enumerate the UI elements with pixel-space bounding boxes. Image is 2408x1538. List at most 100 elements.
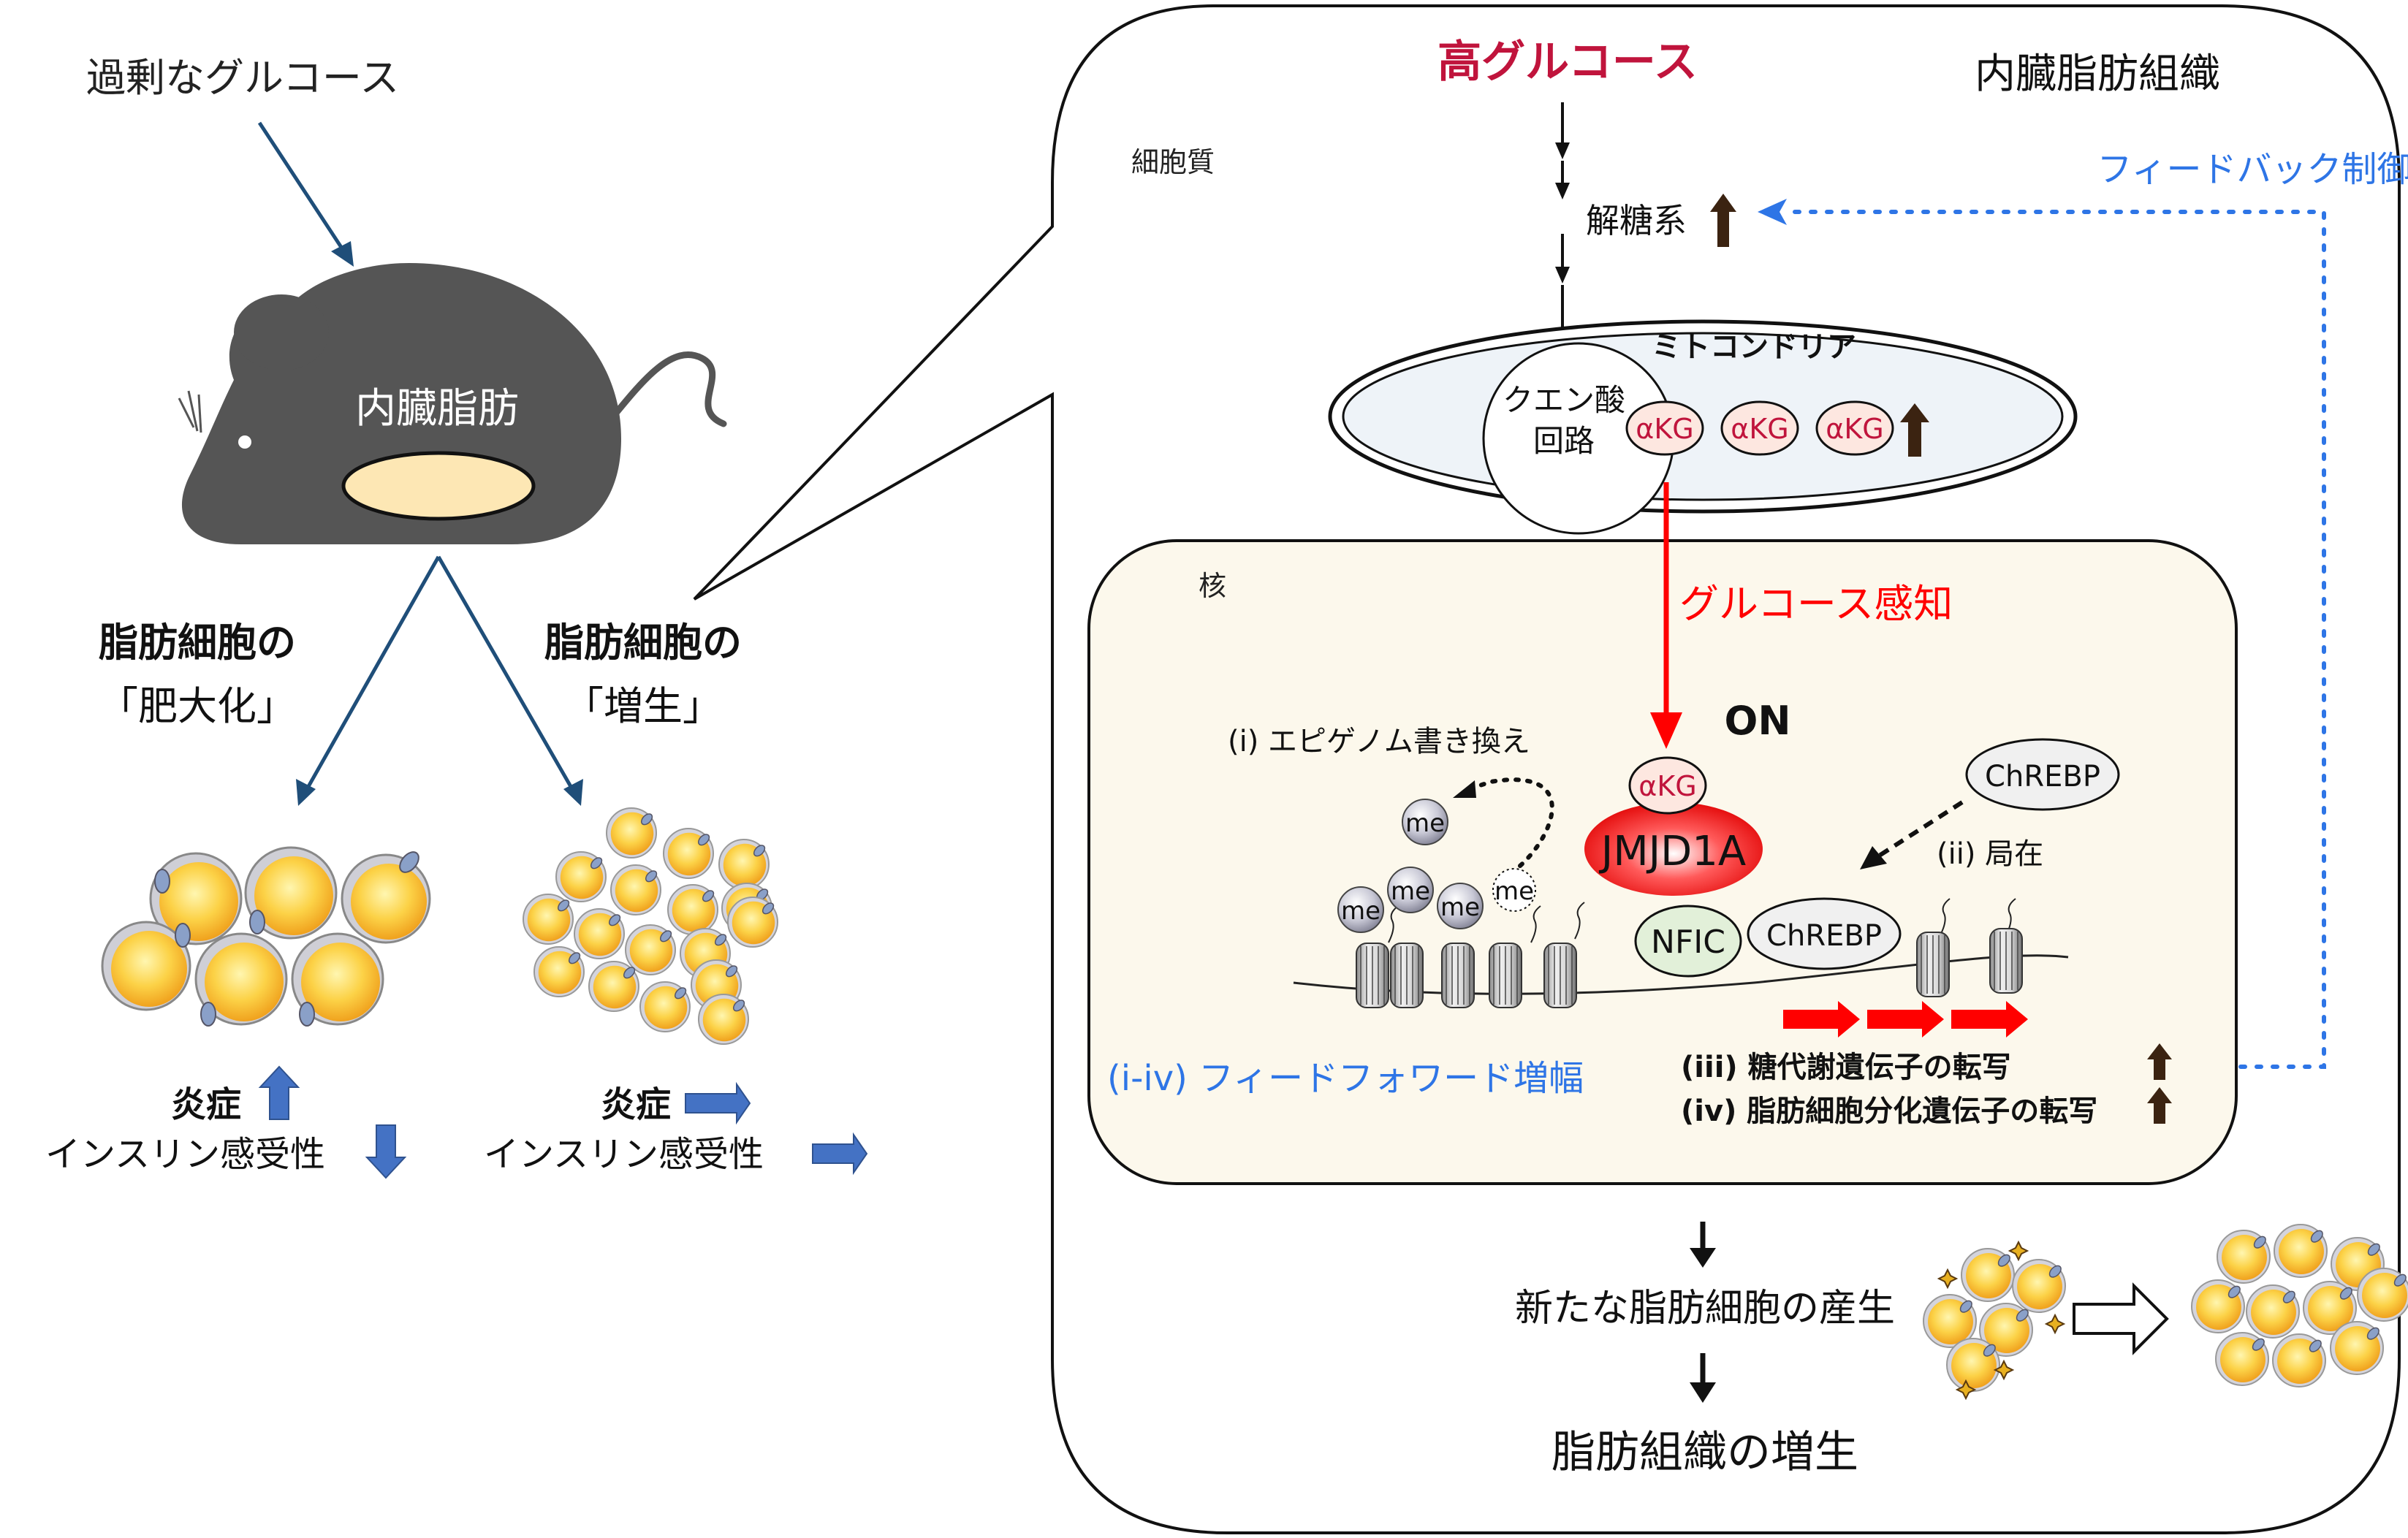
inflammation-steady-arrow — [685, 1081, 751, 1125]
small-adipocyte — [639, 981, 691, 1032]
methyl-group-1 — [1402, 799, 1448, 845]
nfic-protein — [1634, 905, 1742, 978]
hyperplasia-insulin-sensitivity: インスリン感受性 — [484, 1134, 764, 1175]
hyperplasia-inflammation: 炎症 — [601, 1084, 671, 1125]
mature-adipocytes — [2191, 1224, 2408, 1387]
split-arrows — [296, 555, 583, 806]
tissue-hyperplasia-label: 脂肪組織の増生 — [1551, 1427, 1858, 1478]
insulin-steady-arrow — [812, 1132, 868, 1176]
tissue-title: 内臓脂肪組織 — [1975, 50, 2220, 98]
small-adipocyte — [555, 851, 607, 902]
mature-adipocyte — [2191, 1279, 2245, 1333]
differentiating-adipocyte — [1946, 1338, 2000, 1392]
differentiating-adipocyte — [1979, 1303, 2033, 1357]
jmjd1a-label: JMJD1A — [1599, 828, 1746, 875]
mitochondria — [1328, 319, 2078, 535]
feedback-loop-line — [1758, 199, 2326, 1069]
differentiation-signal-icon — [2044, 1313, 2066, 1335]
akg-molecule-1 — [1625, 400, 1704, 456]
nucleosome — [1390, 943, 1424, 1008]
small-adipocyte — [588, 961, 639, 1012]
mouse-illustration — [178, 263, 727, 544]
tca-cycle-label-2: 回路 — [1533, 423, 1595, 459]
transcription-arrows — [1783, 1001, 2028, 1038]
transcription-iii-label: (iii) 糖代謝遺伝子の転写 — [1681, 1051, 2011, 1084]
nucleosome — [1916, 932, 1950, 997]
visceral-fat-label: 内臓脂肪 — [355, 385, 519, 433]
methyl-group-3 — [1387, 867, 1434, 913]
on-label: ON — [1724, 698, 1790, 744]
nucleus-label: 核 — [1199, 570, 1226, 602]
small-adipocyte — [523, 894, 574, 945]
new-adipocytes-label: 新たな脂肪細胞の産生 — [1515, 1287, 1895, 1330]
glucose-to-mouse-arrow — [257, 121, 354, 267]
methyl-group-4 — [1437, 883, 1484, 929]
differentiating-adipocytes — [1923, 1240, 2066, 1401]
small-adipocyte — [533, 946, 585, 997]
small-adipocyte — [625, 924, 676, 975]
mature-adipocyte — [2330, 1321, 2384, 1375]
mature-adipocyte — [2246, 1284, 2300, 1339]
chrebp-bound — [1747, 897, 1902, 970]
chrebp-bound-label: ChREBP — [1766, 919, 1882, 953]
nucleosome — [1489, 943, 1522, 1008]
me-label-4: me — [1440, 893, 1480, 922]
hypertrophy-insulin-sensitivity: インスリン感受性 — [45, 1134, 325, 1175]
nucleosome — [1356, 943, 1389, 1008]
small-adipocyte — [718, 839, 770, 890]
methyl-group-removed — [1492, 868, 1536, 912]
akg-label-2: αKG — [1731, 413, 1788, 445]
differentiation-signal-icon — [1937, 1268, 1959, 1290]
akg-molecule-3 — [1815, 400, 1894, 456]
glycolysis-up-arrow — [1710, 194, 1736, 247]
akg-bound — [1628, 756, 1707, 815]
differentiation-signal-icon — [1993, 1359, 2015, 1381]
transcription-iii-up-arrow — [2147, 1043, 2172, 1080]
nucleosome — [1543, 943, 1577, 1008]
mature-adipocyte — [2303, 1281, 2357, 1335]
differentiating-adipocyte — [1961, 1248, 2015, 1302]
hyperplasia-term: 「増生」 — [564, 683, 722, 729]
to-tissue-hyperplasia-arrow — [1690, 1353, 1716, 1403]
hyperplastic-adipocytes — [523, 807, 778, 1045]
high-glucose-label: 高グルコース — [1437, 37, 1698, 88]
small-adipocyte — [610, 864, 661, 915]
akg-up-arrow — [1900, 403, 1929, 457]
small-adipocyte — [574, 908, 625, 959]
transcription-iv-up-arrow — [2147, 1087, 2172, 1124]
mitochondria-label: ミトコンドリア — [1652, 330, 1856, 364]
hypertrophy-inflammation: 炎症 — [171, 1084, 241, 1125]
jmjd1a-enzyme — [1584, 802, 1763, 896]
chrebp-free-label: ChREBP — [1985, 760, 2100, 793]
small-adipocyte — [698, 994, 749, 1045]
hypertrophy-title: 脂肪細胞の — [99, 620, 296, 666]
feedback-label: フィードバック制御 — [2097, 149, 2408, 190]
nucleosome — [1989, 928, 2023, 994]
small-adipocyte — [663, 828, 714, 879]
differentiating-adipocyte — [2012, 1259, 2066, 1313]
akg-molecule-2 — [1720, 400, 1799, 456]
epigenome-label: (i) エピゲノム書き換え — [1228, 725, 1530, 758]
methyl-group-2 — [1337, 886, 1384, 933]
small-adipocyte — [667, 884, 718, 935]
localization-label: (ii) 局在 — [1937, 837, 2043, 871]
glycolysis-label: 解糖系 — [1586, 201, 1687, 240]
differentiating-adipocyte — [1923, 1294, 1977, 1348]
hypertrophic-adipocytes — [101, 846, 431, 1027]
me-label-1: me — [1405, 809, 1445, 838]
akg-bound-label: αKG — [1638, 770, 1696, 802]
akg-label-3: αKG — [1826, 413, 1883, 445]
me-label-2: me — [1341, 896, 1380, 926]
excess-glucose-label: 過剰なグルコース — [86, 55, 399, 101]
chrebp-free — [1965, 738, 2120, 811]
nucleosome-group — [1356, 928, 2023, 1008]
localization-arrow — [1860, 800, 1964, 869]
hypertrophy-term: 「肥大化」 — [99, 683, 296, 729]
mature-adipocyte — [2272, 1333, 2326, 1387]
me-label-5: me — [1494, 877, 1534, 906]
glucose-sensing-label: グルコース感知 — [1679, 581, 1953, 627]
to-new-adipocytes-arrow — [1690, 1222, 1716, 1268]
nucleosome — [1441, 943, 1475, 1008]
tca-cycle-label-1: クエン酸 — [1503, 382, 1625, 418]
